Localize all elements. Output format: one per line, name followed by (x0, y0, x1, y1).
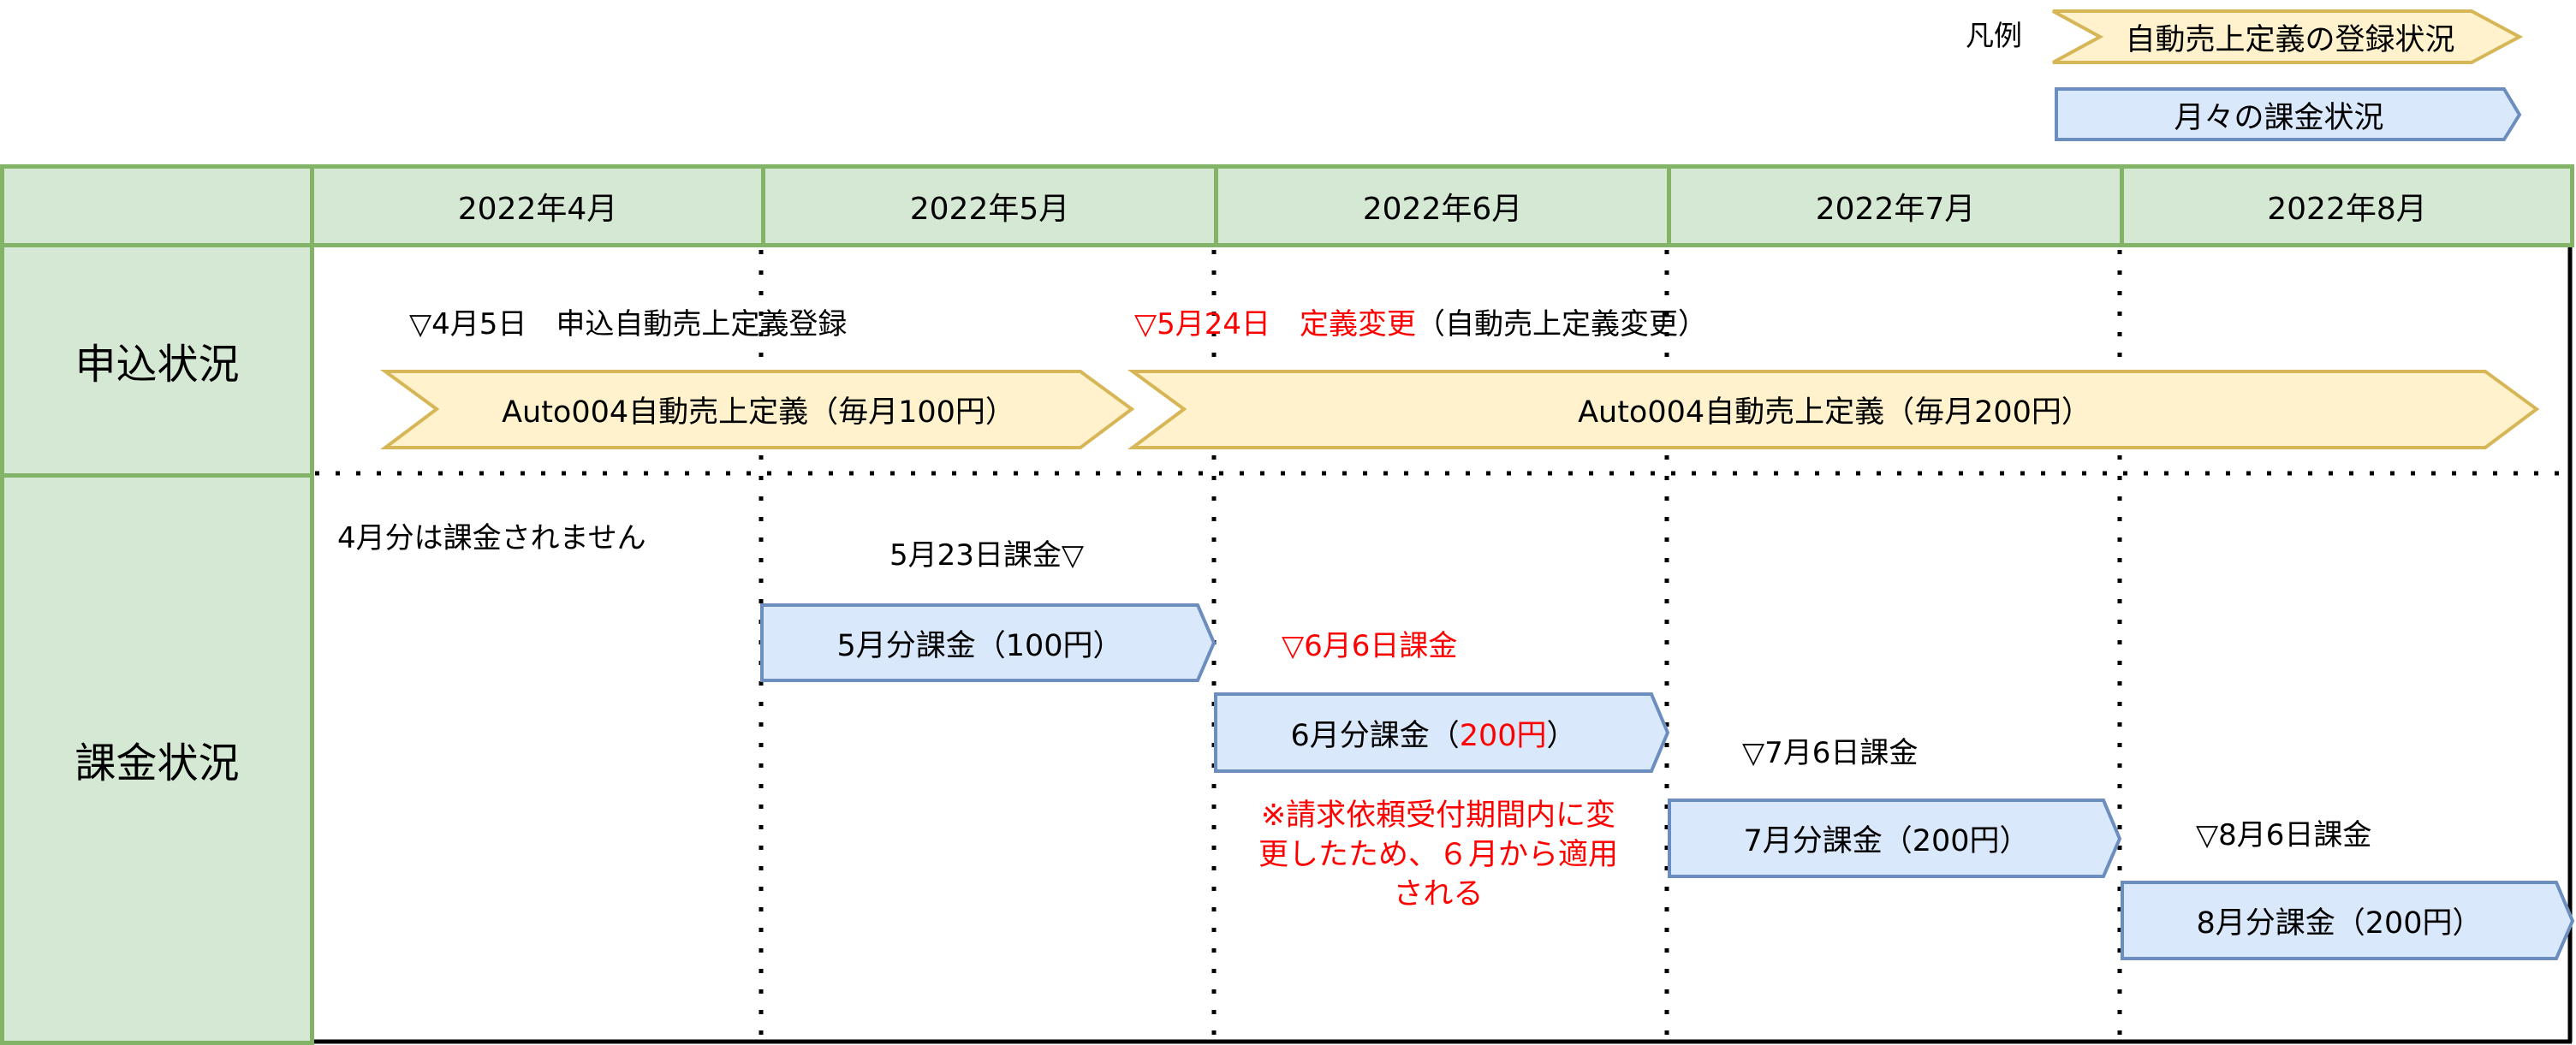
charge-june-prefix: 6月分課金（ (1290, 718, 1460, 753)
definition-label-200: Auto004自動売上定義（毎月200円） (1578, 395, 2091, 430)
legend-item-billing: 月々の課金状況 (2174, 100, 2384, 135)
charge-arrow-august (2121, 881, 2575, 960)
charge-label-august: 8月分課金（200円） (2196, 906, 2483, 941)
definition-chevron-200 (1127, 370, 2540, 449)
definition-label-100: Auto004自動売上定義（毎月100円） (502, 395, 1015, 430)
header-month-jun: 2022年6月 (1214, 164, 1671, 247)
change-event-label: ▽5月24日 定義変更（自動売上定義変更） (1134, 310, 1707, 339)
charge-label-june: 6月分課金（200円） (1216, 694, 1651, 771)
april-no-charge-note: 4月分は課金されません (337, 521, 646, 555)
charge-label-may: 5月分課金（100円） (836, 628, 1123, 663)
august-charge-event: ▽8月6日課金 (2196, 818, 2372, 852)
registration-event-label: ▽4月5日 申込自動売上定義登録 (409, 307, 848, 341)
header-month-may: 2022年5月 (761, 164, 1218, 247)
change-event-detail: （自動売上定義変更） (1416, 307, 1708, 341)
june-note-line-1: ※請求依頼受付期間内に変 (1260, 799, 1616, 833)
june-change-note: ※請求依頼受付期間内に変 更したため、６月から適用 される (1224, 796, 1652, 915)
charge-arrow-july (1668, 799, 2122, 878)
legend-arrow-shape (2055, 87, 2522, 141)
charge-arrow-may (760, 603, 1217, 682)
header-month-aug: 2022年8月 (2120, 164, 2574, 247)
row-label-application: 申込状況 (0, 243, 314, 478)
header-corner-cell (0, 164, 314, 247)
legend-title: 凡例 (1966, 19, 2022, 52)
june-note-line-2: 更したため、６月から適用 (1258, 838, 1618, 873)
month-dividers (759, 250, 2122, 1042)
june-note-line-3: される (1393, 877, 1484, 912)
definition-chevron-100 (379, 370, 1135, 449)
change-event-red: ▽5月24日 定義変更 (1134, 307, 1417, 341)
july-charge-event: ▽7月6日課金 (1742, 736, 1919, 770)
legend-item-registration: 自動売上定義の登録状況 (2125, 22, 2455, 57)
charge-june-amount: 200円 (1459, 718, 1547, 753)
may-charge-event: 5月23日課金▽ (889, 538, 1085, 573)
header-month-jul: 2022年7月 (1667, 164, 2124, 247)
legend-chevron-shape (2052, 9, 2524, 64)
header-month-apr: 2022年4月 (310, 164, 765, 247)
charge-june-suffix: ） (1546, 718, 1577, 753)
charge-label-july: 7月分課金（200円） (1743, 824, 2030, 858)
june-charge-event: ▽6月6日課金 (1282, 629, 1458, 663)
charge-arrow-june (1214, 692, 1670, 773)
row-label-billing: 課金状況 (0, 473, 314, 1045)
